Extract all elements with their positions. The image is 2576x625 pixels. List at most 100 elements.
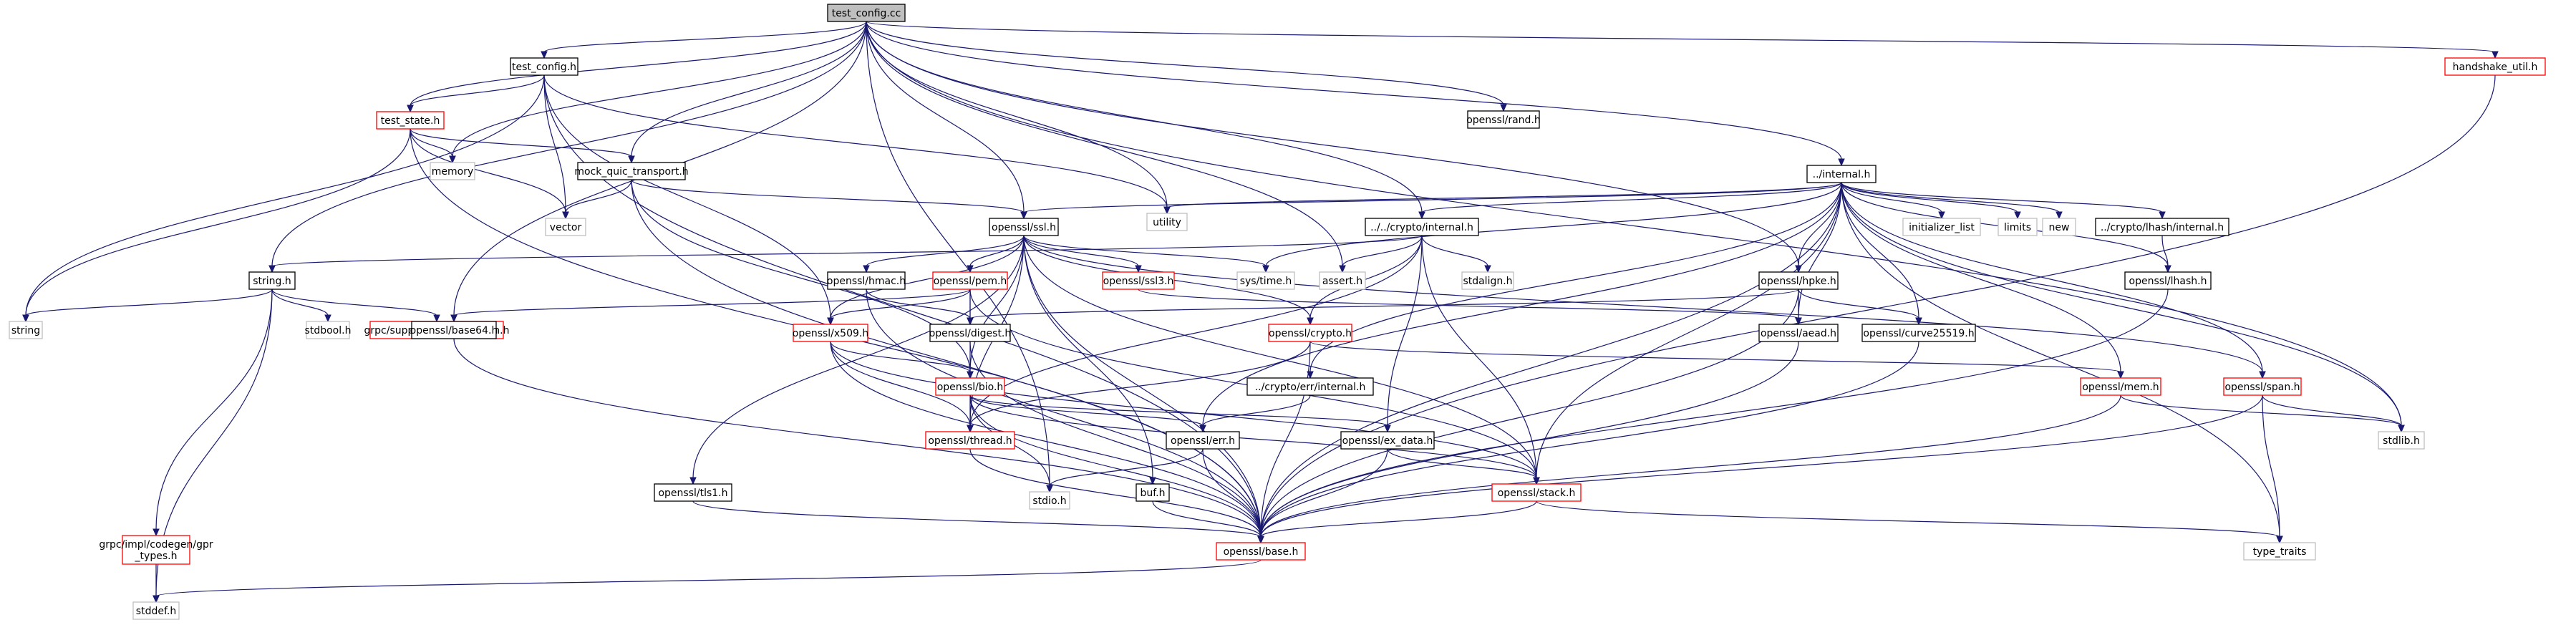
edge-test_config_h-to-base bbox=[543, 74, 1264, 544]
node-label: ../../crypto/internal.h bbox=[1370, 222, 1473, 233]
edge-lhash-to-base bbox=[1257, 289, 2169, 544]
node-curve25519[interactable]: openssl/curve25519.h bbox=[1861, 324, 1976, 342]
edge-internal_h-to-sys_time bbox=[1262, 182, 1842, 273]
edge-crypto_internal-to-string_h bbox=[268, 235, 1423, 273]
node-label: vector bbox=[550, 222, 582, 233]
node-test-state-h[interactable]: test_state.h bbox=[376, 111, 445, 130]
edge-fipsmodule-to-lhash bbox=[2161, 235, 2171, 273]
edge-crypto_internal-to-assert bbox=[1339, 235, 1423, 273]
node-label: ../crypto/lhash/internal.h bbox=[2101, 222, 2224, 233]
edge-internal_h-to-curve25519 bbox=[1841, 182, 1922, 326]
edge-crypto_internal-to-stdalign bbox=[1421, 235, 1491, 273]
edge-test_config_h-to-x509 bbox=[543, 74, 834, 326]
edge-internal_h-to-new bbox=[1841, 182, 2063, 220]
node-label: new bbox=[2049, 222, 2070, 233]
edge-root-to-mock_quic bbox=[628, 21, 867, 164]
edge-base-to-stddef bbox=[152, 559, 1262, 604]
edge-root-to-internal_h bbox=[866, 21, 1845, 167]
node-label: openssl/base.h bbox=[1224, 546, 1299, 558]
edge-root-to-ssl_h bbox=[866, 21, 1027, 220]
node-ssl3[interactable]: openssl/ssl3.h bbox=[1102, 271, 1175, 290]
edge-hmac-to-digest bbox=[866, 289, 974, 326]
node-base64[interactable]: openssl/base64.h bbox=[410, 321, 498, 339]
edge-hpke-to-digest bbox=[967, 289, 1799, 326]
node-x509[interactable]: openssl/x509.h bbox=[793, 324, 868, 342]
node-hmac[interactable]: openssl/hmac.h bbox=[827, 271, 906, 290]
edge-test_state_h-to-mock_quic bbox=[410, 128, 635, 164]
node-string-h[interactable]: string.h bbox=[248, 271, 296, 290]
node-digest[interactable]: openssl/digest.h bbox=[929, 324, 1012, 342]
node-label: string bbox=[11, 325, 40, 336]
node-internal-h[interactable]: ../internal.h bbox=[1806, 165, 1877, 183]
node-lhash[interactable]: openssl/lhash.h bbox=[2124, 271, 2212, 290]
node-label: mock_quic_transport.h bbox=[574, 166, 688, 178]
node-test-config-h[interactable]: test_config.h bbox=[510, 57, 578, 76]
node-handshake-util[interactable]: handshake_util.h bbox=[2444, 57, 2546, 76]
node-pem[interactable]: openssl/pem.h bbox=[932, 271, 1008, 290]
edge-pem-to-x509 bbox=[827, 289, 971, 326]
node-label: openssl/tls1.h bbox=[658, 488, 727, 499]
edge-string_h-to-stdbool bbox=[271, 289, 331, 323]
edge-err_internal-to-err bbox=[1199, 394, 1311, 433]
node-ssl-h[interactable]: openssl/ssl.h bbox=[989, 218, 1059, 236]
edge-crypto_h-to-thread bbox=[967, 341, 1311, 433]
node-crypto-internal[interactable]: ../../crypto/internal.h bbox=[1365, 218, 1479, 236]
edge-err-to-base bbox=[1202, 448, 1264, 544]
edge-root-to-handshake_util bbox=[866, 21, 2499, 59]
node-span[interactable]: openssl/span.h bbox=[2223, 377, 2302, 396]
edge-crypto_internal-to-thread bbox=[967, 235, 1423, 433]
node-err[interactable]: openssl/err.h bbox=[1166, 431, 1240, 450]
node-sys-time: sys/time.h bbox=[1236, 271, 1295, 290]
edge-mock_quic-to-bio bbox=[631, 179, 974, 379]
edge-test_state_h-to-memory bbox=[410, 128, 456, 164]
node-label: openssl/hpke.h bbox=[1761, 276, 1836, 287]
node-rand[interactable]: openssl/rand.h bbox=[1466, 110, 1541, 129]
node-label: utility bbox=[1153, 217, 1181, 228]
node-mock-quic[interactable]: mock_quic_transport.h bbox=[574, 162, 689, 180]
edges-layer bbox=[22, 21, 2499, 604]
edge-internal_h-to-span bbox=[1841, 182, 2266, 379]
edge-ssl_h-to-hmac bbox=[863, 235, 1025, 273]
node-label: openssl/pem.h bbox=[934, 276, 1007, 287]
edge-ssl_h-to-sys_time bbox=[1023, 235, 1269, 273]
edge-internal_h-to-crypto_internal bbox=[1418, 182, 1842, 220]
node-base[interactable]: openssl/base.h bbox=[1216, 542, 1306, 561]
node-label: stdlib.h bbox=[2383, 435, 2420, 447]
edge-bio-to-base bbox=[969, 394, 1264, 544]
node-aead[interactable]: openssl/aead.h bbox=[1758, 324, 1839, 342]
nodes-layer: test_config.cc test_config.h test_state.hm… bbox=[9, 4, 2546, 620]
node-fipsmodule[interactable]: ../crypto/lhash/internal.h bbox=[2095, 218, 2229, 236]
node-buf[interactable]: buf.h bbox=[1136, 483, 1170, 502]
node-tls1[interactable]: openssl/tls1.h bbox=[654, 483, 732, 502]
node-label: openssl/bio.h bbox=[937, 382, 1004, 393]
node-thread[interactable]: openssl/thread.h bbox=[925, 431, 1015, 450]
node-label: openssl/hmac.h bbox=[827, 276, 906, 287]
node-label: openssl/curve25519.h bbox=[1863, 328, 1974, 339]
node-bio[interactable]: openssl/bio.h bbox=[935, 377, 1005, 396]
node-ex-data[interactable]: openssl/ex_data.h bbox=[1340, 431, 1435, 450]
node-label: ../internal.h bbox=[1813, 169, 1871, 180]
edge-crypto_internal-to-ex_data bbox=[1384, 235, 1423, 433]
node-label: openssl/ssl.h bbox=[992, 222, 1056, 233]
node-crypto-h[interactable]: openssl/crypto.h bbox=[1268, 324, 1352, 342]
node-label: type_traits bbox=[2253, 546, 2307, 558]
node-root[interactable]: test_config.cc bbox=[827, 4, 906, 22]
node-initializer-list: initializer_list bbox=[1902, 218, 1981, 236]
node-stddef: stddef.h bbox=[132, 601, 180, 620]
node-label: openssl/lhash.h bbox=[2129, 276, 2207, 287]
edge-root-to-test_config_h bbox=[541, 21, 867, 59]
node-label: stdbool.h bbox=[305, 325, 352, 336]
node-stack[interactable]: openssl/stack.h bbox=[1491, 483, 1582, 502]
edge-tls1-to-base bbox=[692, 500, 1264, 544]
node-label: openssl/x509.h bbox=[793, 328, 868, 339]
node-hpke[interactable]: openssl/hpke.h bbox=[1758, 271, 1839, 290]
node-utility: utility bbox=[1146, 213, 1188, 231]
edge-root-to-stdio bbox=[866, 21, 1053, 493]
node-err-internal[interactable]: ../crypto/err/internal.h bbox=[1246, 377, 1374, 396]
edge-internal_h-to-hpke bbox=[1795, 182, 1842, 273]
node-gpr-types[interactable]: grpc/impl/codegen/gpr_types.h bbox=[99, 535, 213, 565]
edge-pem-to-base64 bbox=[450, 289, 971, 323]
node-label: handshake_util.h bbox=[2453, 62, 2538, 73]
node-mem[interactable]: openssl/mem.h bbox=[2080, 377, 2161, 396]
node-label: ../crypto/err/internal.h bbox=[1255, 382, 1366, 393]
